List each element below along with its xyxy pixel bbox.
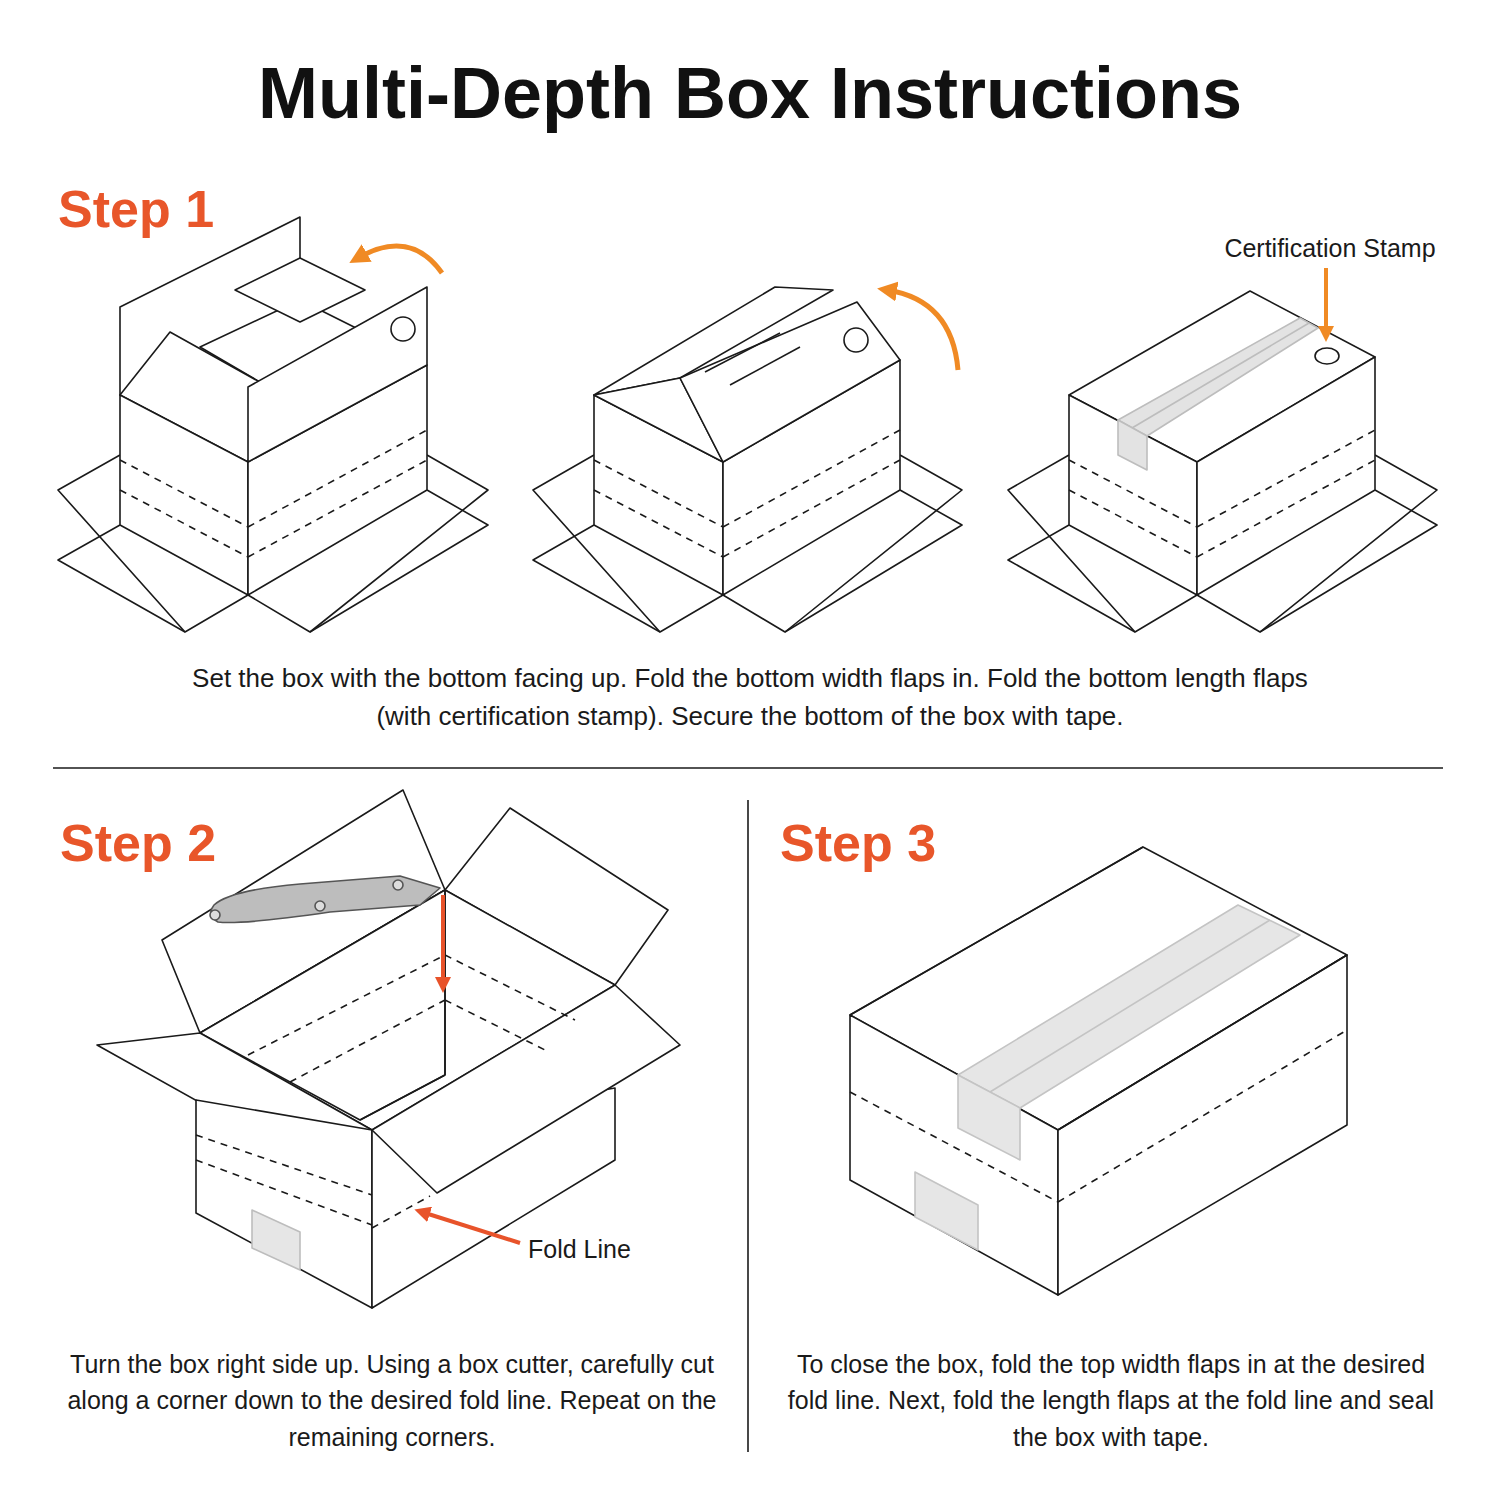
box-flaps-folding [533, 287, 962, 632]
box-flaps-open [58, 217, 488, 632]
step-description: Turn the box right side up. Using a box … [62, 1346, 722, 1455]
step-heading: Step 3 [780, 806, 1180, 881]
callout-label: Certification Stamp [1180, 230, 1480, 266]
callout-label: Fold Line [528, 1231, 728, 1267]
page-title: Multi-Depth Box Instructions [0, 52, 1500, 134]
divider-line [747, 800, 749, 1452]
divider-line [53, 767, 1443, 769]
step-heading: Step 2 [60, 806, 460, 881]
closed-box [850, 847, 1347, 1295]
step-description: To close the box, fold the top width fla… [776, 1346, 1446, 1455]
step-description: Set the box with the bottom facing up. F… [170, 660, 1330, 735]
step-heading: Step 1 [58, 172, 458, 247]
box-taped-bottom [1008, 268, 1437, 632]
